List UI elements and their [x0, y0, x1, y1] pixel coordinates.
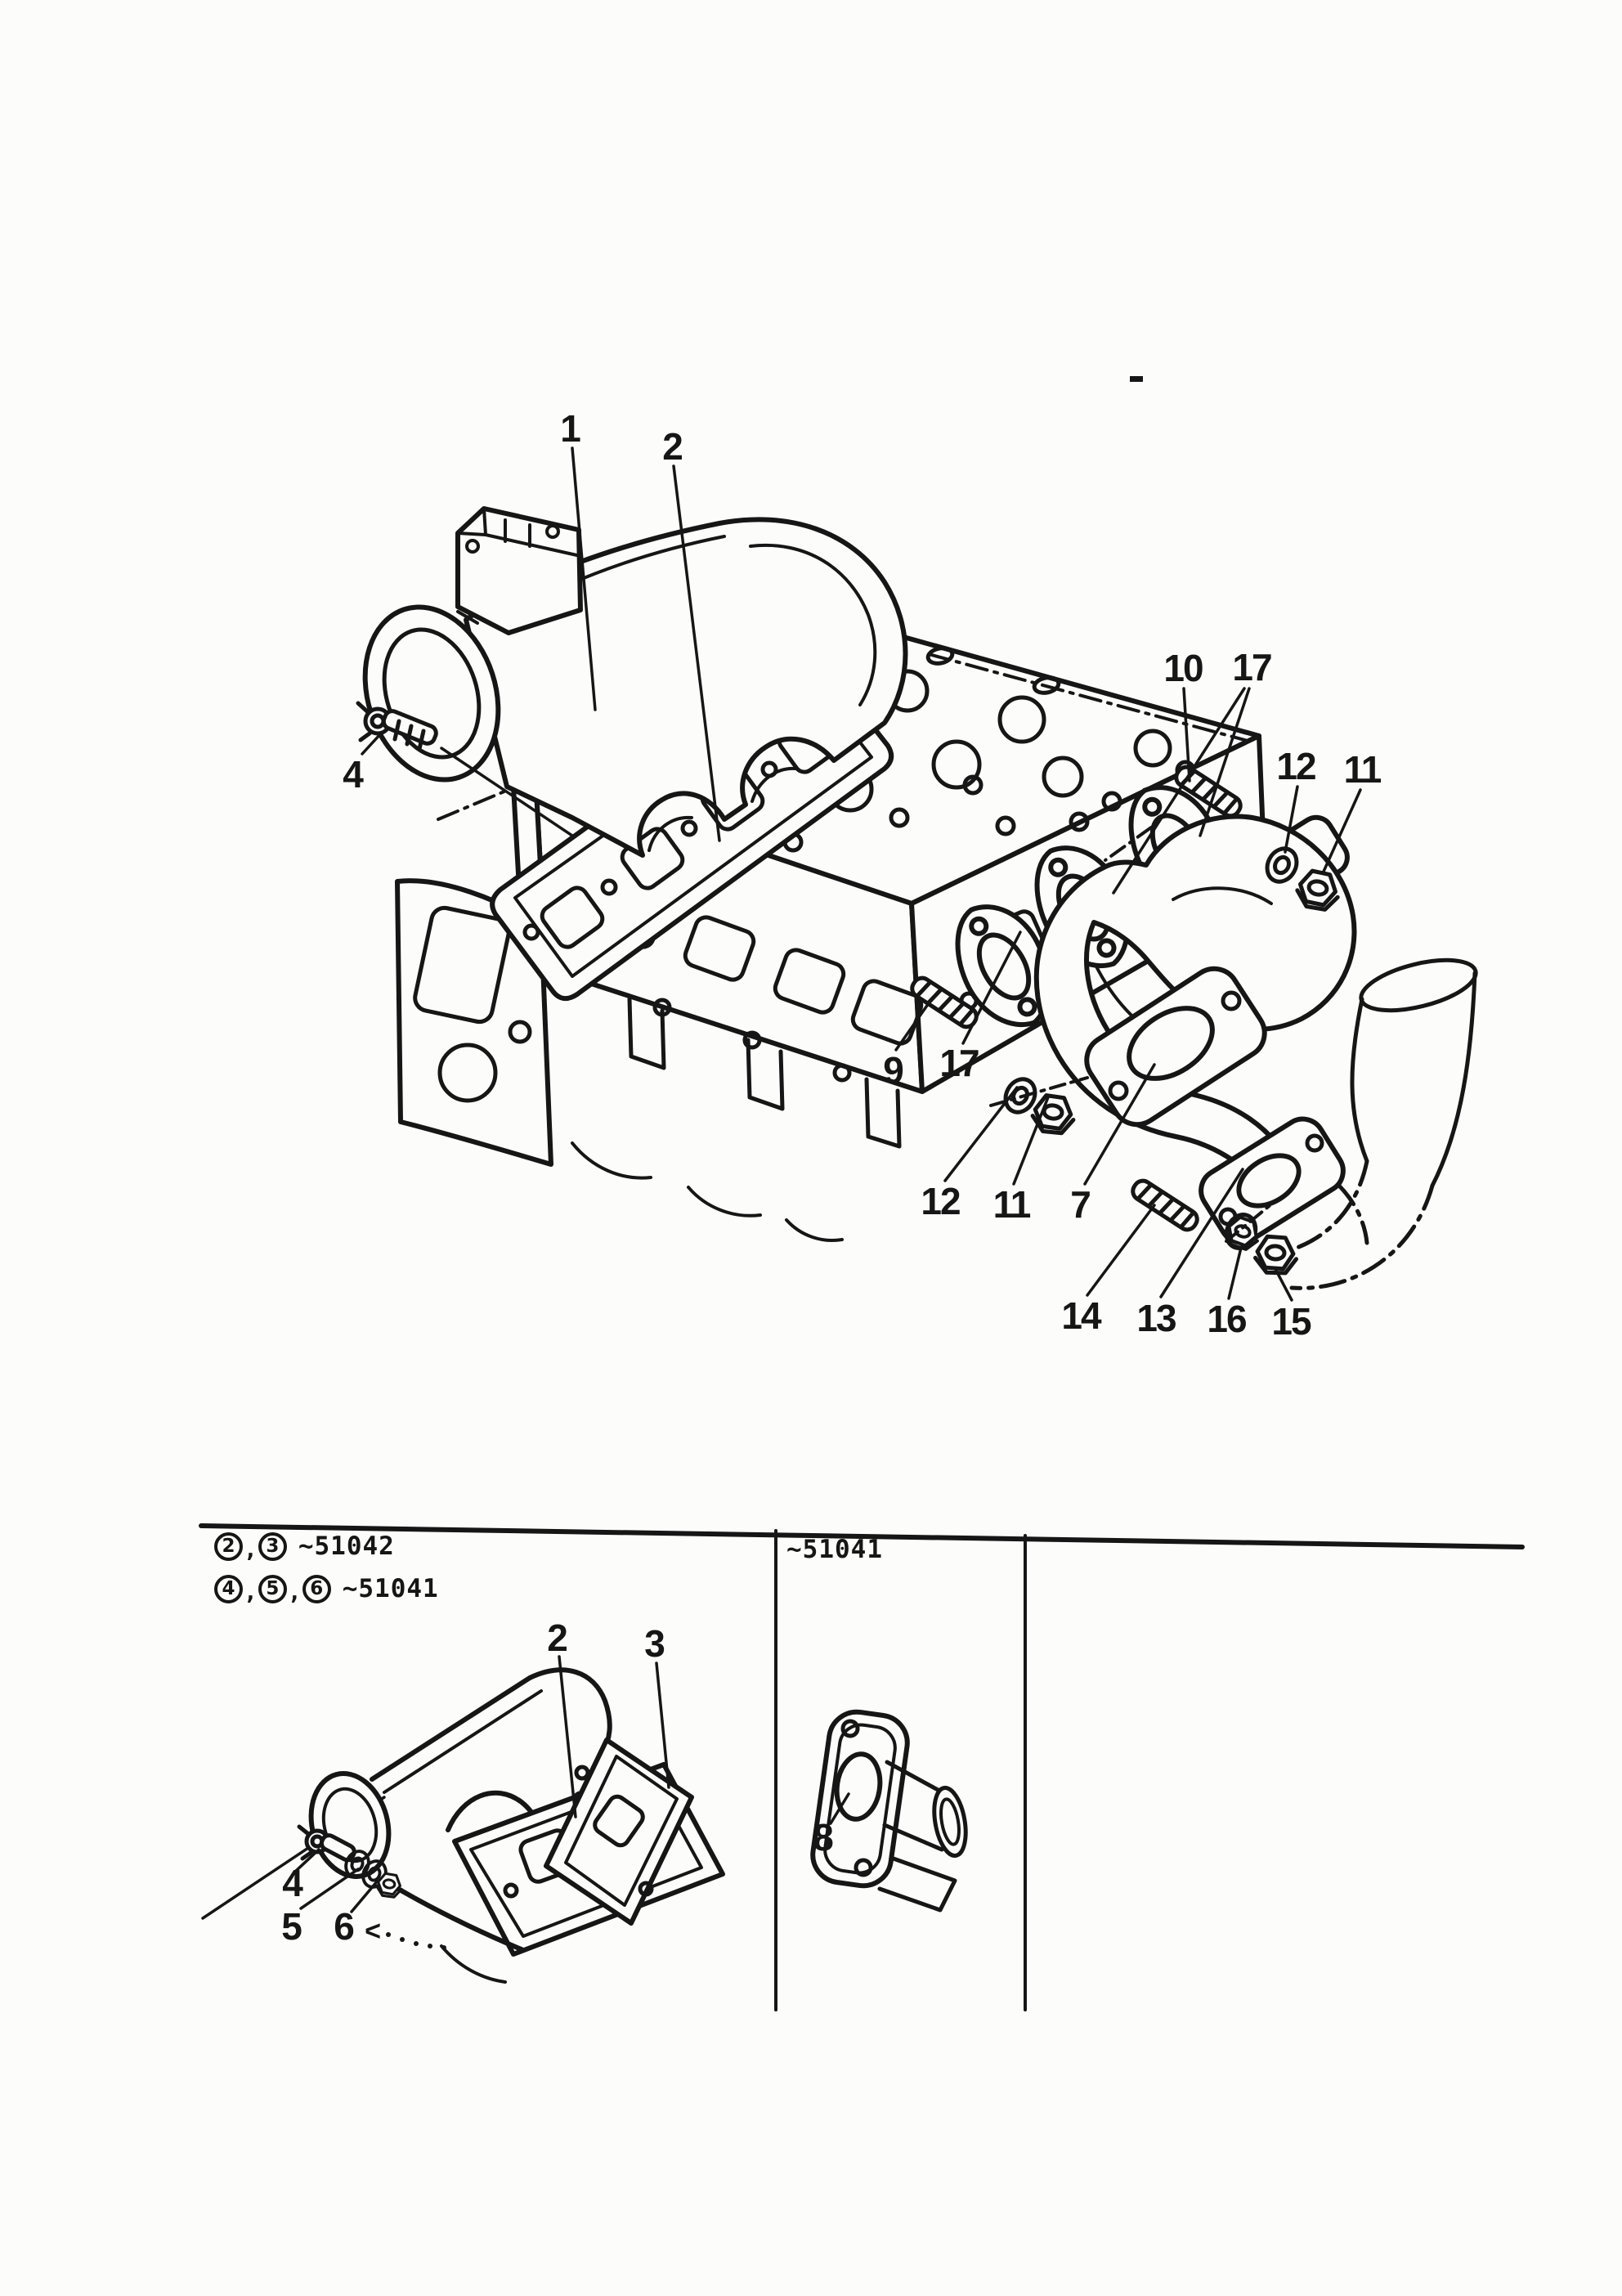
circled-digit-3: 3 — [258, 1532, 287, 1561]
callout-2: 2 — [662, 425, 683, 468]
callout-14: 14 — [1061, 1294, 1101, 1337]
callout-13: 13 — [1136, 1297, 1176, 1339]
separator: , — [244, 1577, 258, 1605]
separator: , — [287, 1577, 302, 1605]
variant-note-line-2: 4 , 5 , 6 ~51041 — [214, 1575, 439, 1603]
middle-view-drawing — [810, 1709, 968, 1913]
callout-11-upper: 11 — [1343, 748, 1382, 791]
separator: , — [244, 1535, 258, 1563]
circled-digit-5: 5 — [258, 1575, 287, 1603]
dotted-arrow-trail — [386, 1932, 446, 1950]
assembly-axis — [989, 1076, 1089, 1107]
leader-lines — [294, 1655, 670, 1913]
callout-7: 7 — [1070, 1183, 1091, 1226]
callout-9: 9 — [883, 1049, 904, 1092]
variant-note-line-1: 2 , 3 ~51042 — [214, 1532, 395, 1561]
callout-bl-4: 4 — [282, 1862, 303, 1904]
callout-15: 15 — [1271, 1300, 1311, 1343]
callout-8: 8 — [813, 1816, 834, 1859]
bolt-4-drawing — [356, 701, 438, 751]
callout-17-lower: 17 — [939, 1042, 979, 1084]
callout-bl-5: 5 — [281, 1905, 302, 1948]
callout-10: 10 — [1163, 647, 1203, 689]
main-exploded-view — [356, 376, 1478, 1302]
circled-digit-6: 6 — [302, 1575, 331, 1603]
nut-lower-drawing — [1031, 1094, 1077, 1136]
callout-4: 4 — [343, 753, 364, 796]
arrow-glyph: < — [365, 1916, 381, 1947]
stud-10-drawing — [1104, 764, 1243, 862]
exhaust-elbow-13-drawing — [1199, 1116, 1346, 1245]
callout-11-lower: 11 — [992, 1183, 1032, 1226]
callout-16: 16 — [1207, 1298, 1247, 1340]
assembly-axis — [1225, 1202, 1274, 1243]
callout-bl-2: 2 — [547, 1617, 568, 1659]
variant-table-rules — [199, 1523, 1525, 2011]
serial-range: ~51041 — [342, 1574, 439, 1603]
callout-bl-3: 3 — [644, 1622, 665, 1665]
bottom-left-view-drawing — [201, 1655, 725, 1984]
callout-17-upper: 17 — [1232, 646, 1272, 688]
intake-manifold-drawing — [362, 506, 908, 858]
callout-1: 1 — [560, 407, 581, 450]
leader-lines — [361, 446, 1362, 1302]
callout-12-lower: 12 — [921, 1180, 961, 1222]
circled-digit-4: 4 — [214, 1575, 243, 1603]
callout-bl-6: 6 — [334, 1905, 355, 1948]
serial-range-middle-cell: ~51041 — [786, 1535, 883, 1564]
exhaust-flange-7-drawing — [1084, 966, 1267, 1128]
callout-12-upper: 12 — [1276, 745, 1316, 787]
circled-digit-2: 2 — [214, 1532, 243, 1561]
serial-range: ~51042 — [298, 1531, 395, 1561]
scan-speck — [1130, 376, 1143, 382]
